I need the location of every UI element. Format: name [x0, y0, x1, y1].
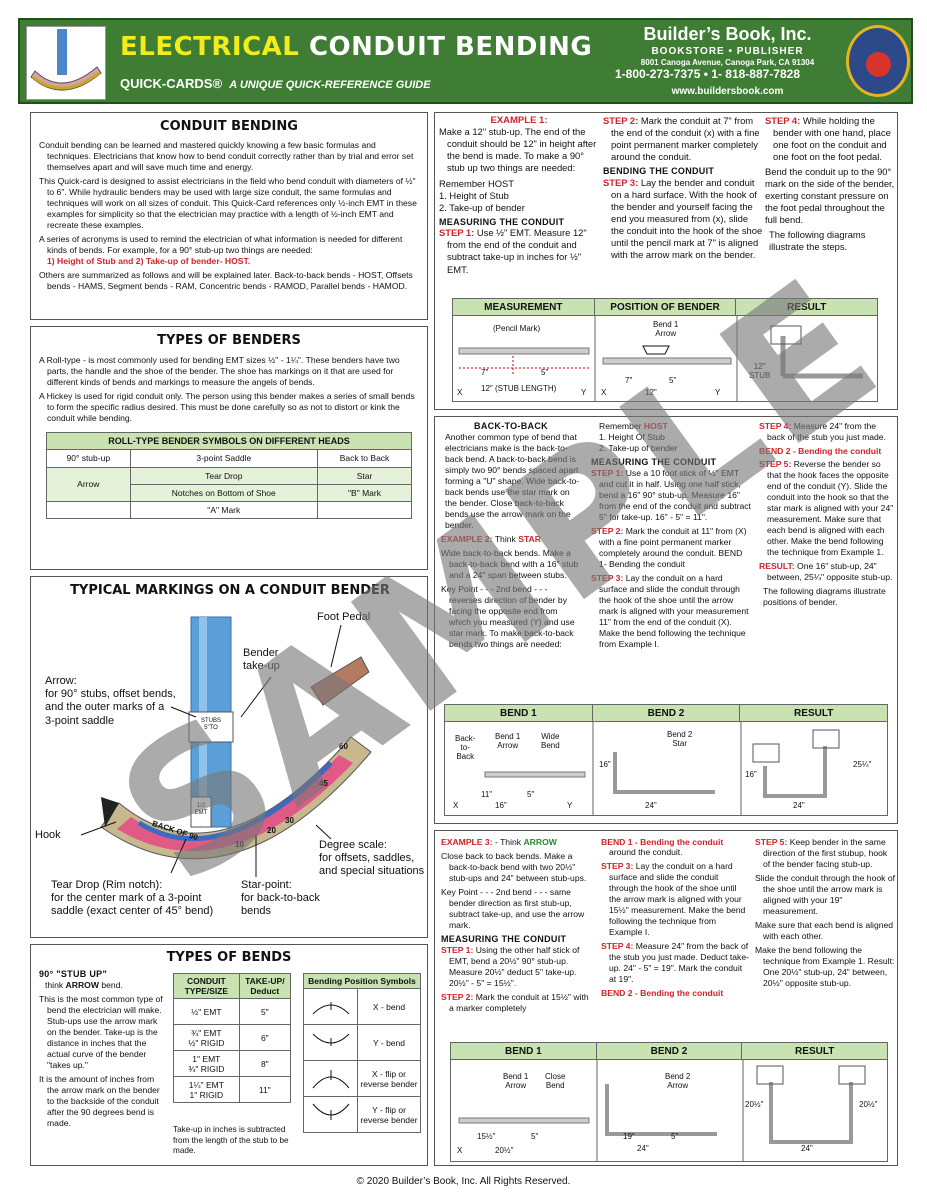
takeup-note: Take-up in inches is subtracted from the…	[173, 1125, 289, 1155]
stubs-mark: STUBS 5"TO	[200, 718, 221, 731]
header-banner: ELECTRICAL CONDUIT BENDING QUICK-CARDS® …	[18, 18, 913, 104]
bender-logo-image	[26, 26, 106, 100]
page-title: ELECTRICAL CONDUIT BENDING	[120, 32, 593, 62]
y-bend-icon	[303, 1024, 358, 1062]
conduit-bending-section: CONDUIT BENDING Conduit bending can be l…	[30, 112, 428, 320]
roll-type-symbols-table: ROLL-TYPE BENDER SYMBOLS ON DIFFERENT HE…	[46, 431, 412, 520]
paragraph: Conduit bending can be learned and maste…	[39, 139, 414, 172]
degree-60: 60	[339, 742, 348, 751]
quick-cards-tagline: QUICK-CARDS® A UNIQUE QUICK-REFERENCE GU…	[120, 76, 431, 91]
takeup-label: Bender take-up	[243, 647, 280, 673]
paragraph: A Roll-type - is most commonly used for …	[39, 354, 400, 387]
degree-scale-label: Degree scale: for offsets, saddles, and …	[319, 839, 425, 878]
table-header: ROLL-TYPE BENDER SYMBOLS ON DIFFERENT HE…	[46, 431, 412, 451]
types-of-benders-section: TYPES OF BENDERS A Roll-type - is most c…	[30, 326, 428, 570]
bending-position-symbols: Bending Position Symbols X - bend Y - be…	[303, 972, 421, 1134]
section-title: CONDUIT BENDING	[160, 119, 298, 134]
emt-mark: 1/2 EMT	[194, 803, 208, 816]
foot-pedal-label: Foot Pedal	[317, 611, 371, 623]
paragraph: A series of acronyms is used to remind t…	[39, 233, 403, 266]
degree-45: 45	[319, 779, 328, 788]
arrow-label: Arrow: for 90° stubs, offset bends, and …	[45, 675, 176, 727]
paragraph: Others are summarized as follows and wil…	[39, 269, 413, 291]
x-flip-icon	[303, 1060, 358, 1098]
publisher-seal-logo	[846, 25, 910, 97]
typical-markings-section: TYPICAL MARKINGS ON A CONDUIT BENDER Foo…	[30, 576, 428, 938]
x-bend-icon	[303, 988, 358, 1026]
section-title: TYPICAL MARKINGS ON A CONDUIT BENDER	[70, 583, 390, 598]
publisher-block: Builder’s Book, Inc. BOOKSTORE • PUBLISH…	[615, 24, 815, 97]
bender-diagram	[80, 616, 372, 877]
paragraph: A Hickey is used for rigid conduit only.…	[39, 390, 415, 423]
degree-10: 10	[235, 840, 244, 849]
pencil-mark-label: (Pencil Mark)	[493, 324, 541, 333]
section-title: TYPES OF BENDERS	[157, 333, 301, 348]
tear-drop-label: Tear Drop (Rim notch): for the center ma…	[51, 879, 214, 918]
degree-20: 20	[267, 826, 276, 835]
y-flip-icon	[303, 1096, 358, 1134]
star-point-label: Star-point: for back-to-back bends	[241, 879, 320, 918]
section-title: TYPES OF BENDS	[166, 950, 292, 965]
stub-up-column: 90° "STUB UP" think ARROW bend. This is …	[39, 969, 163, 1128]
degree-30: 30	[285, 816, 294, 825]
hook-label: Hook	[35, 829, 61, 841]
paragraph: This Quick-card is designed to assist el…	[39, 175, 417, 230]
copyright-footer: © 2020 Builder’s Book, Inc. All Rights R…	[356, 1176, 571, 1187]
types-of-bends-section: TYPES OF BENDS 90° "STUB UP" think ARROW…	[30, 944, 428, 1166]
